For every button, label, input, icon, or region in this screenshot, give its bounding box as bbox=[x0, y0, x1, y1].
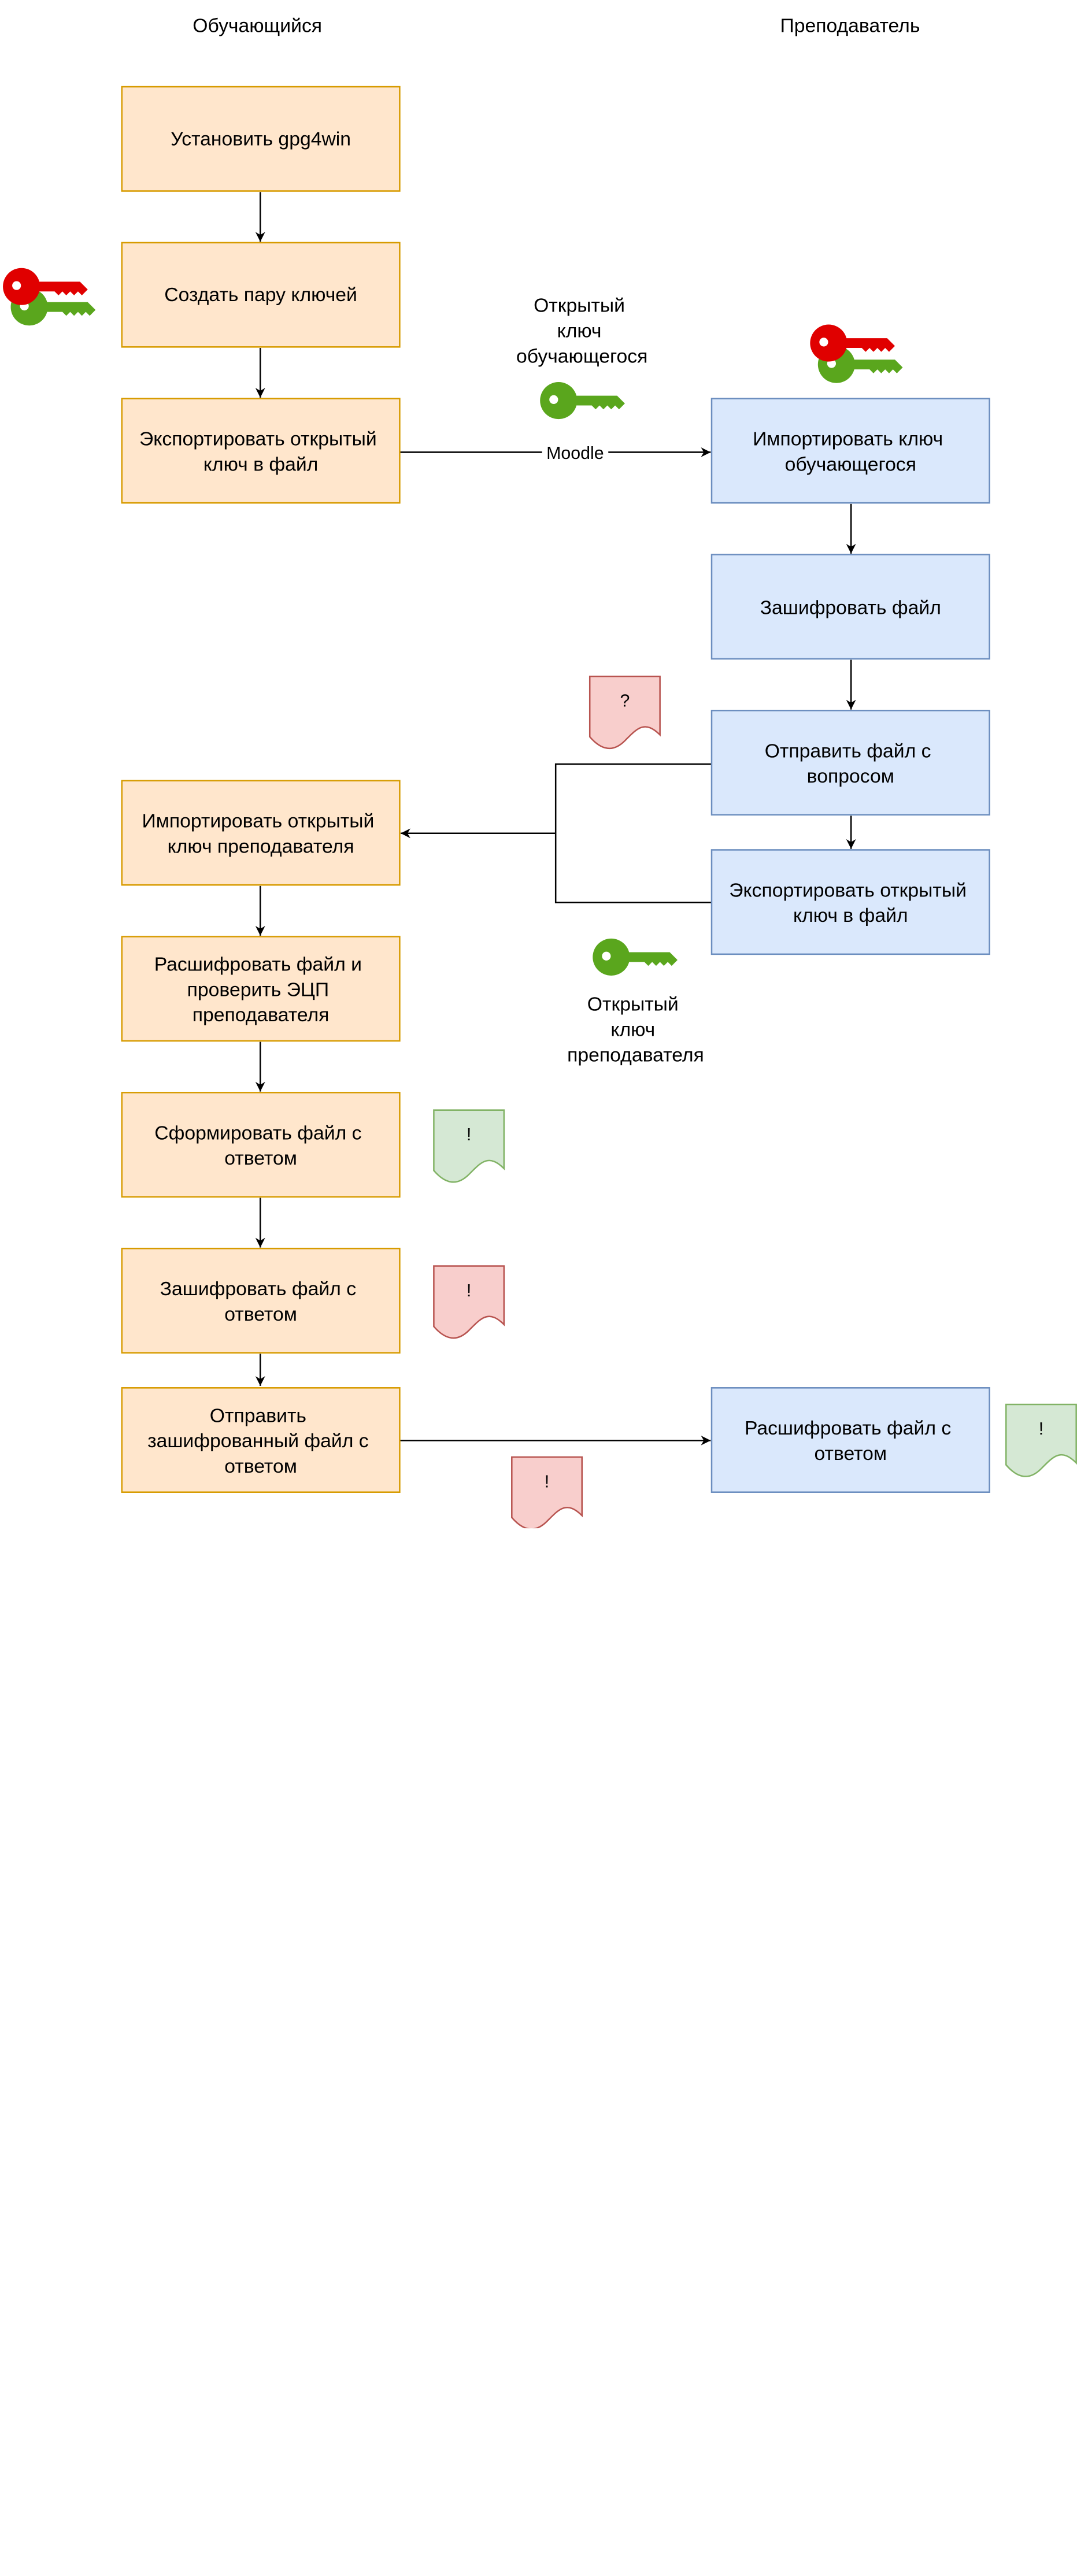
step-export-student-key-line-2: ключ в файл bbox=[203, 453, 319, 475]
step-send-answer-box bbox=[121, 1387, 401, 1493]
step-decrypt-answer-box bbox=[710, 1387, 990, 1493]
step-send-answer: Отправить зашифрованный файл с ответом bbox=[121, 1387, 401, 1493]
step-decrypt-and-verify: Расшифровать файл и проверить ЭЦП препод… bbox=[121, 936, 401, 1042]
teacher-key-pair-icon bbox=[810, 324, 903, 383]
step-import-teacher-key-line-2: ключ преподавателя bbox=[168, 836, 354, 858]
teacher-public-key-label: Открытый ключ преподавателя bbox=[567, 994, 704, 1066]
student-key-pair-icon bbox=[3, 268, 96, 326]
step-send-question-line-2: вопросом bbox=[807, 765, 894, 787]
step-send-answer-line-3: ответом bbox=[224, 1455, 297, 1477]
step-import-teacher-key: Импортировать открытый ключ преподавател… bbox=[121, 780, 401, 886]
step-create-key-pair: Создать пару ключей bbox=[121, 242, 401, 348]
decrypted-answer-document-icon: ! bbox=[1005, 1403, 1077, 1477]
step-encrypt-file-line-1: Зашифровать файл bbox=[760, 596, 941, 618]
step-import-student-key-line-2: обучающегося bbox=[785, 453, 916, 475]
decrypted-answer-document-mark: ! bbox=[1039, 1419, 1043, 1439]
step-form-answer-box bbox=[121, 1092, 401, 1198]
red-key-icon bbox=[810, 324, 895, 362]
step-export-teacher-key: Экспортировать открытый ключ в файл bbox=[710, 849, 990, 955]
green-key-icon bbox=[593, 938, 678, 976]
step-export-student-key-label: Экспортировать открытый ключ в файл bbox=[139, 428, 382, 476]
step-encrypt-file-label: Зашифровать файл bbox=[760, 596, 941, 618]
student-public-key-label-line-3: обучающегося bbox=[516, 345, 647, 367]
answer-document-mark: ! bbox=[467, 1125, 471, 1144]
flow-diagram: Обучающийся Преподаватель Moodle Установ… bbox=[3, 15, 1077, 1530]
encrypted-answer-document-mark: ! bbox=[467, 1281, 471, 1300]
answer-document-icon: ! bbox=[433, 1109, 505, 1183]
step-import-student-key-box bbox=[710, 398, 990, 504]
step-encrypt-file: Зашифровать файл bbox=[710, 554, 990, 660]
step-send-question-line-1: Отправить файл с bbox=[765, 740, 931, 762]
column-heading-student: Обучающийся bbox=[193, 15, 322, 37]
step-encrypt-file-box bbox=[710, 554, 990, 660]
step-decrypt-and-verify-label: Расшифровать файл и проверить ЭЦП препод… bbox=[154, 954, 368, 1026]
step-send-answer-line-1: Отправить bbox=[210, 1404, 306, 1426]
step-export-teacher-key-line-1: Экспортировать открытый bbox=[729, 879, 967, 901]
step-encrypt-answer-label: Зашифровать файл с ответом bbox=[160, 1278, 362, 1325]
step-install: Установить gpg4win bbox=[121, 86, 401, 192]
step-import-student-key-label: Импортировать ключ обучающегося bbox=[753, 428, 948, 476]
step-create-key-pair-box bbox=[121, 242, 401, 348]
step-send-answer-label: Отправить зашифрованный файл с ответом bbox=[147, 1404, 374, 1477]
step-import-student-key-line-1: Импортировать ключ bbox=[753, 428, 943, 450]
step-install-box bbox=[121, 86, 401, 192]
step-send-question-label: Отправить файл с вопросом bbox=[765, 740, 937, 787]
teacher-public-key-label-line-3: преподавателя bbox=[567, 1044, 704, 1066]
student-public-key-label-line-2: ключ bbox=[557, 320, 602, 342]
step-decrypt-and-verify-box bbox=[121, 936, 401, 1042]
step-decrypt-answer-line-1: Расшифровать файл с bbox=[745, 1417, 951, 1439]
step-encrypt-answer-line-2: ответом bbox=[224, 1303, 297, 1325]
teacher-public-key-label-line-1: Открытый bbox=[587, 994, 679, 1015]
step-export-teacher-key-line-2: ключ в файл bbox=[793, 905, 908, 926]
step-import-teacher-key-box bbox=[121, 780, 401, 886]
step-install-line-1: Установить gpg4win bbox=[171, 128, 351, 150]
step-encrypt-answer-box bbox=[121, 1247, 401, 1354]
step-encrypt-answer: Зашифровать файл с ответом bbox=[121, 1247, 401, 1354]
step-decrypt-answer-line-2: ответом bbox=[814, 1443, 887, 1465]
step-create-key-pair-label: Создать пару ключей bbox=[164, 284, 357, 306]
step-form-answer: Сформировать файл с ответом bbox=[121, 1092, 401, 1198]
question-document-mark: ? bbox=[620, 692, 630, 711]
step-export-student-key-line-1: Экспортировать открытый bbox=[139, 428, 377, 450]
step-import-teacher-key-label: Импортировать открытый ключ преподавател… bbox=[142, 810, 379, 858]
step-import-student-key: Импортировать ключ обучающегося bbox=[710, 398, 990, 504]
transit-answer-document-mark: ! bbox=[545, 1472, 549, 1491]
step-import-teacher-key-line-1: Импортировать открытый bbox=[142, 810, 374, 832]
green-key-icon bbox=[540, 382, 625, 420]
step-decrypt-answer-label: Расшифровать файл с ответом bbox=[745, 1417, 957, 1465]
question-document-icon: ? bbox=[589, 676, 661, 750]
edge-label-moodle: Moodle bbox=[546, 444, 604, 463]
step-export-teacher-key-label: Экспортировать открытый ключ в файл bbox=[729, 879, 972, 926]
step-send-question: Отправить файл с вопросом bbox=[710, 710, 990, 816]
step-decrypt-and-verify-line-1: Расшифровать файл и bbox=[154, 954, 362, 976]
step-form-answer-line-2: ответом bbox=[224, 1147, 297, 1169]
transit-answer-document-icon: ! bbox=[511, 1456, 583, 1530]
step-encrypt-answer-line-1: Зашифровать файл с bbox=[160, 1278, 356, 1300]
student-public-key-label-line-1: Открытый bbox=[534, 295, 625, 317]
step-send-question-box bbox=[710, 710, 990, 816]
edge-label-background bbox=[542, 441, 609, 463]
step-send-answer-line-2: зашифрованный файл с bbox=[147, 1430, 369, 1452]
step-form-answer-line-1: Сформировать файл с bbox=[154, 1122, 361, 1144]
step-decrypt-and-verify-line-2: проверить ЭЦП bbox=[187, 978, 329, 1000]
step-install-label: Установить gpg4win bbox=[171, 128, 351, 150]
step-form-answer-label: Сформировать файл с ответом bbox=[154, 1122, 367, 1169]
cross-connectors bbox=[399, 447, 712, 1445]
encrypted-answer-document-icon: ! bbox=[433, 1265, 505, 1339]
step-decrypt-and-verify-line-3: преподавателя bbox=[193, 1004, 330, 1026]
column-heading-teacher: Преподаватель bbox=[780, 15, 920, 37]
red-key-icon bbox=[3, 268, 88, 305]
step-export-student-key-box bbox=[121, 398, 401, 504]
student-public-key-label: Открытый ключ обучающегося bbox=[516, 295, 647, 368]
step-export-student-key: Экспортировать открытый ключ в файл bbox=[121, 398, 401, 504]
step-decrypt-answer: Расшифровать файл с ответом bbox=[710, 1387, 990, 1493]
step-export-teacher-key-box bbox=[710, 849, 990, 955]
step-create-key-pair-line-1: Создать пару ключей bbox=[164, 284, 357, 306]
teacher-public-key-label-line-2: ключ bbox=[610, 1019, 655, 1041]
bracket-teacher-outputs bbox=[554, 763, 712, 903]
